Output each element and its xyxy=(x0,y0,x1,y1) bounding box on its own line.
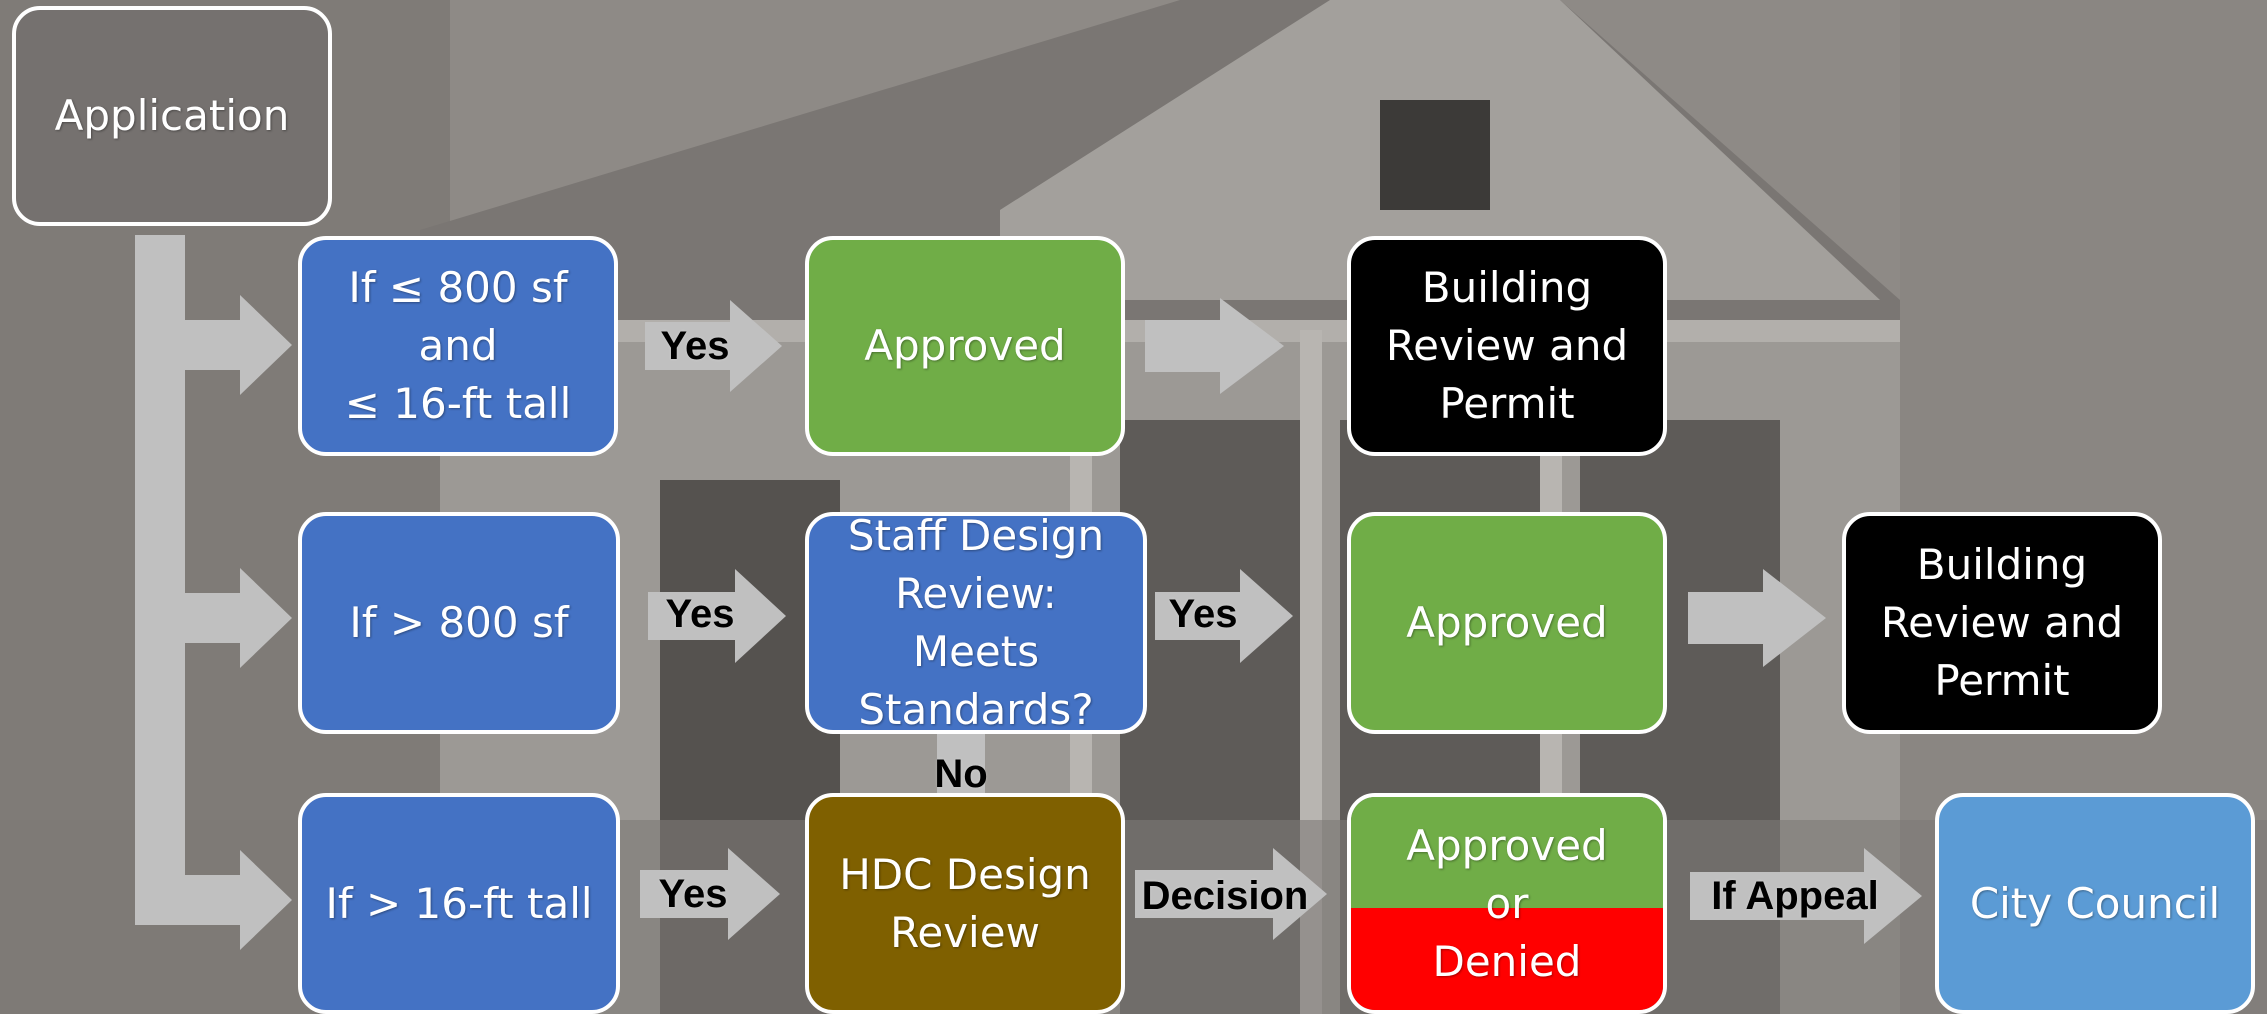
small-condition-box: If ≤ 800 sf and ≤ 16-ft tall xyxy=(298,236,618,456)
denied-half xyxy=(1351,907,1663,1010)
approved-box-1: Approved xyxy=(805,236,1125,456)
yes-arrow-2 xyxy=(648,569,786,663)
yes-label-1: Yes xyxy=(660,323,730,368)
decision-arrow xyxy=(1135,848,1327,940)
city-council-box: City Council xyxy=(1935,793,2255,1014)
trunk-arrow xyxy=(135,235,185,925)
no-label: No xyxy=(934,751,988,796)
hdc-review-box: HDC Design Review xyxy=(805,793,1125,1014)
if-appeal-label: If Appeal xyxy=(1711,873,1879,918)
building-permit-label-1: Building Review and Permit xyxy=(1385,263,1629,428)
building-permit-box-2: Building Review and Permit xyxy=(1842,512,2162,734)
yes-label-4: Yes xyxy=(658,871,728,916)
hdc-review-label: HDC Design Review xyxy=(839,849,1091,957)
height-condition-box: If > 16-ft tall xyxy=(298,793,620,1014)
decision-label: Decision xyxy=(1141,873,1309,918)
approved-half xyxy=(1351,797,1663,908)
approved-box-2: Approved xyxy=(1347,512,1667,734)
yes-arrow-4 xyxy=(640,848,780,940)
yes-label-2: Yes xyxy=(665,591,735,636)
area-condition-box: If > 800 sf xyxy=(298,512,620,734)
area-condition-label: If > 800 sf xyxy=(349,598,569,647)
appeal-arrow xyxy=(1690,848,1922,944)
building-permit-label-2: Building Review and Permit xyxy=(1880,540,2124,705)
approved-label-2: Approved xyxy=(1406,598,1608,647)
yes-arrow-1 xyxy=(645,300,782,392)
yes-label-3: Yes xyxy=(1168,591,1238,636)
application-label: Application xyxy=(54,91,290,140)
small-condition-label: If ≤ 800 sf and ≤ 16-ft tall xyxy=(344,263,572,428)
branch-arrow-2 xyxy=(185,568,292,668)
arrow-approved-to-permit-1 xyxy=(1145,298,1284,394)
staff-review-box: Staff Design Review: Meets Standards? xyxy=(805,512,1147,734)
application-box: Application xyxy=(12,6,332,226)
approved-label-1: Approved xyxy=(864,321,1066,370)
approved-or-denied-label: Approved or Denied xyxy=(1406,820,1608,986)
city-council-label: City Council xyxy=(1969,878,2221,928)
staff-review-label: Staff Design Review: Meets Standards? xyxy=(847,512,1105,734)
building-permit-box-1: Building Review and Permit xyxy=(1347,236,1667,456)
approved-or-denied-box: Approved or Denied xyxy=(1347,793,1667,1014)
branch-arrow-3 xyxy=(185,850,292,950)
yes-arrow-3 xyxy=(1155,569,1293,663)
arrow-approved-to-permit-2 xyxy=(1688,569,1826,667)
branch-arrow-1 xyxy=(185,295,292,395)
height-condition-label: If > 16-ft tall xyxy=(325,878,593,928)
